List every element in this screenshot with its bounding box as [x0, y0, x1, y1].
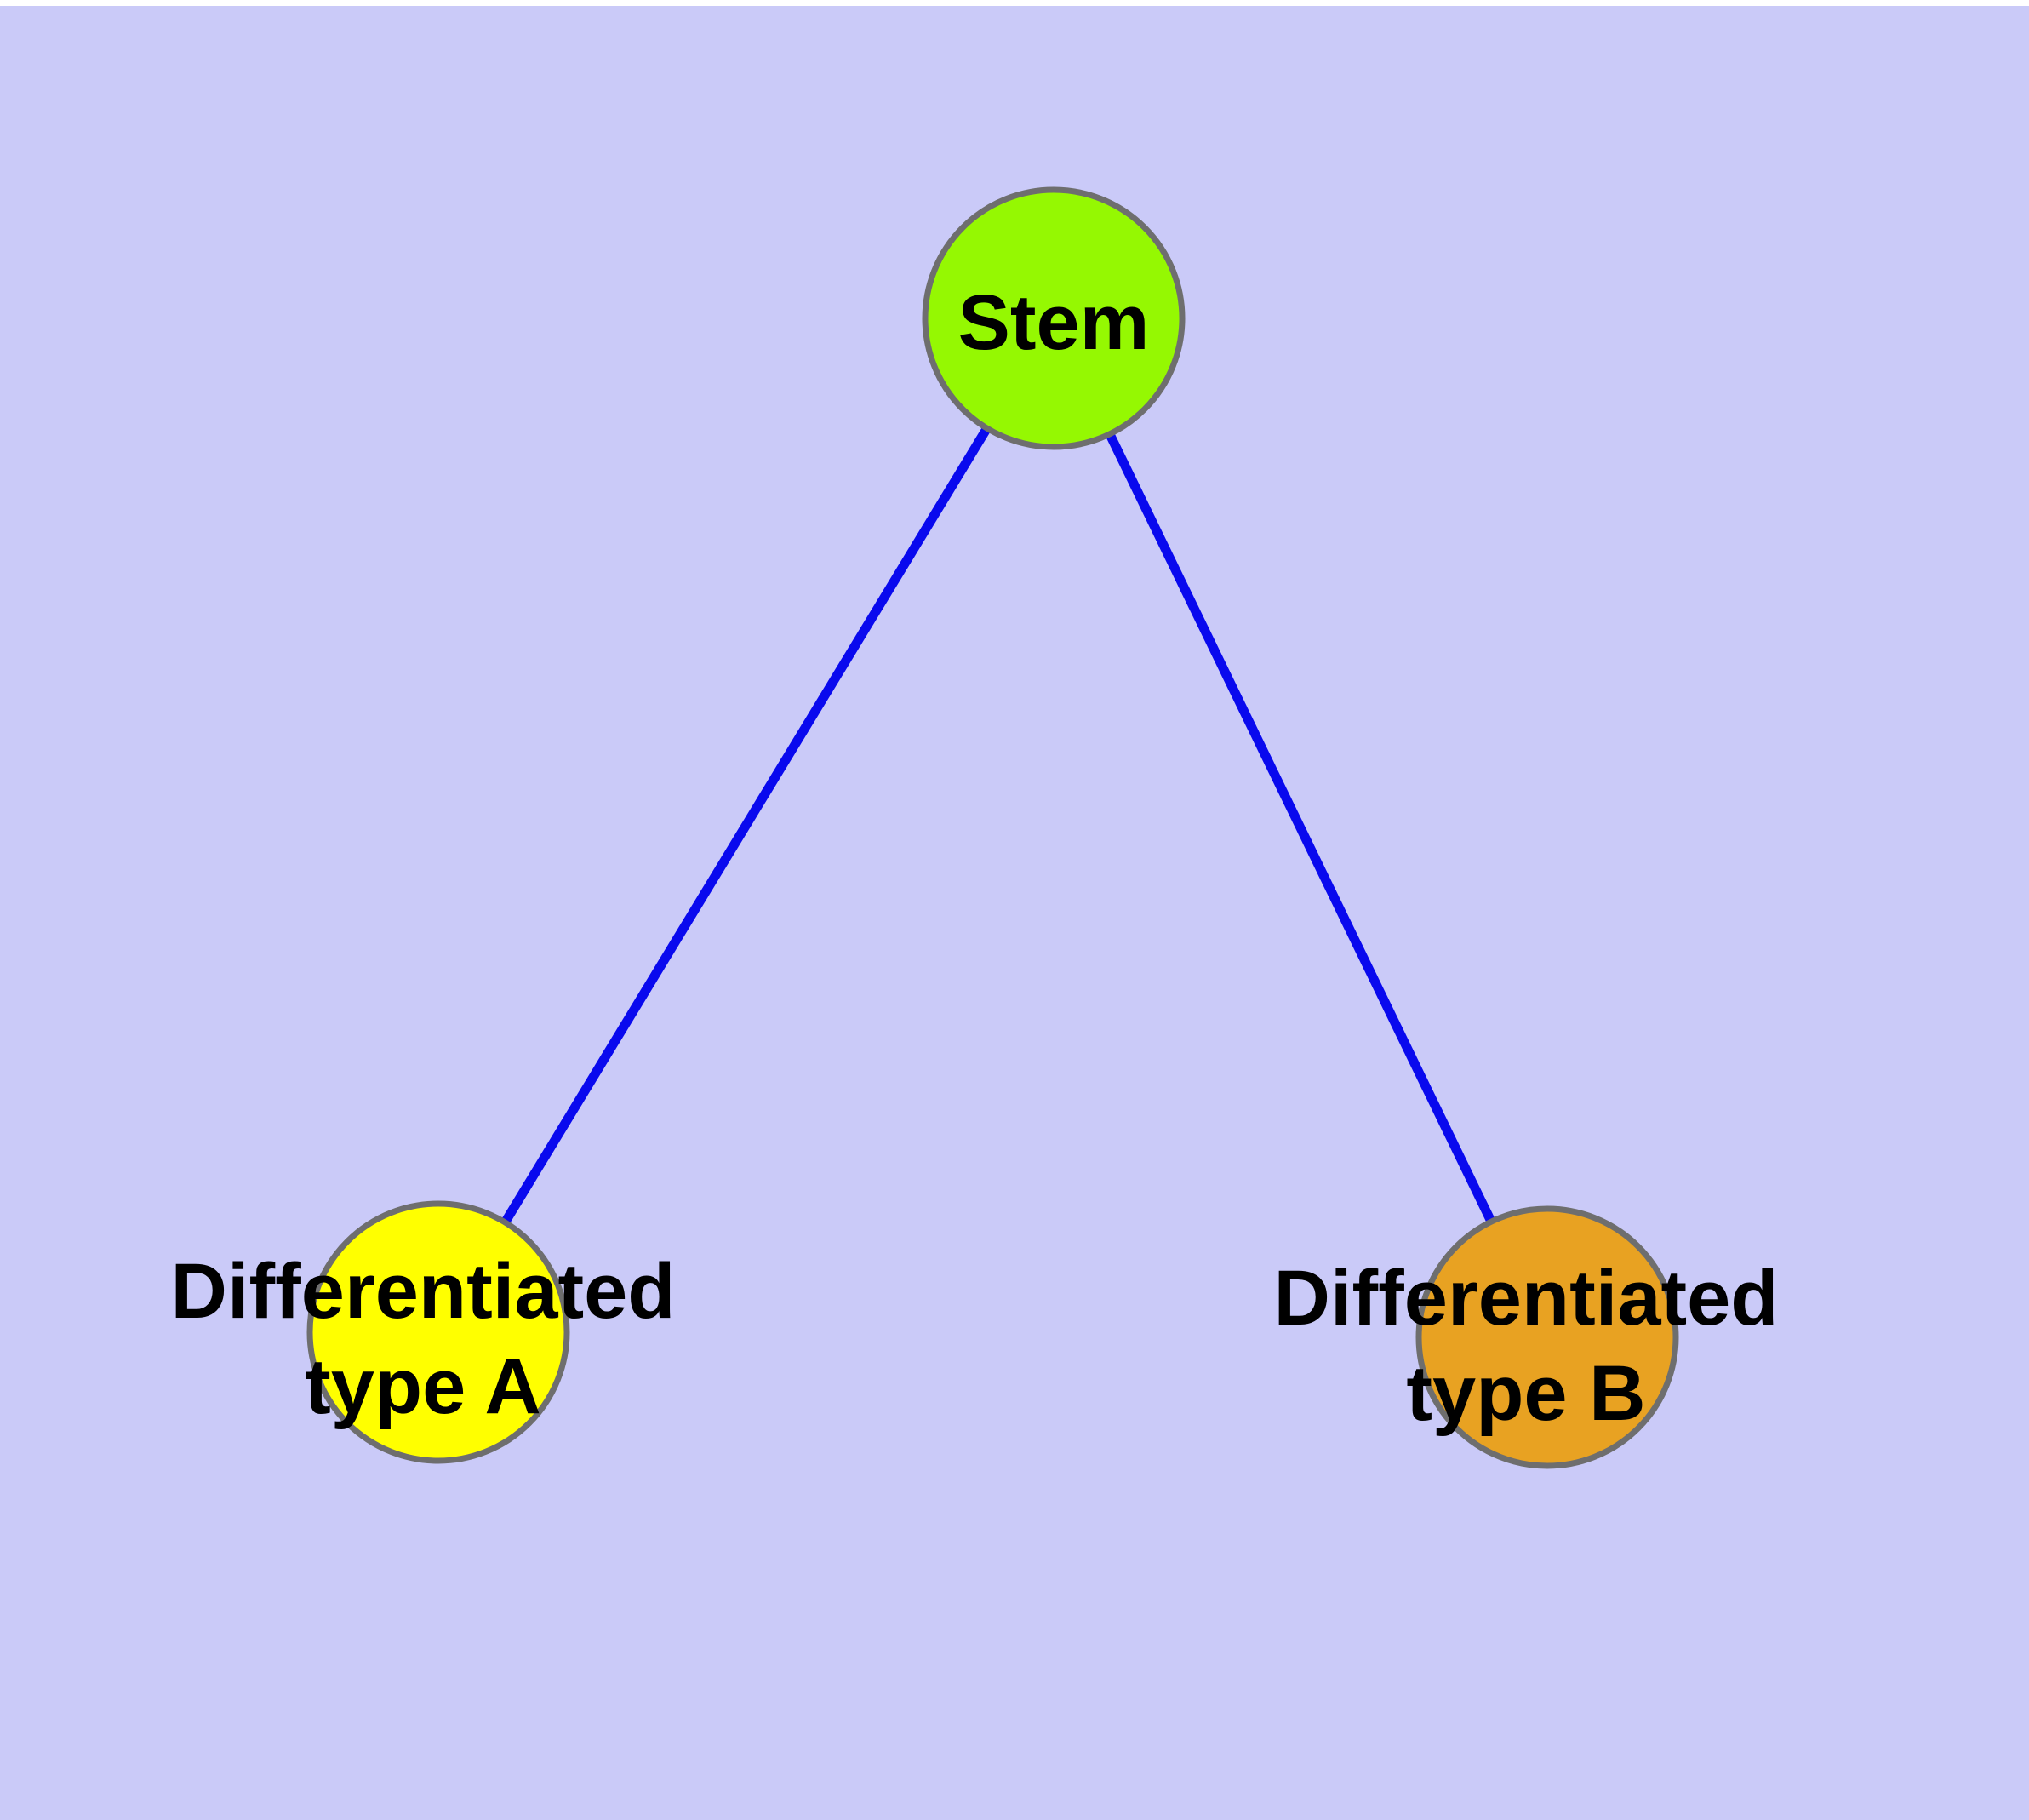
node-type-b-circle — [1415, 1205, 1679, 1469]
node-stem-label: Stem — [958, 279, 1150, 366]
node-stem: Stem — [922, 186, 1186, 450]
node-type-a-circle — [306, 1200, 570, 1464]
edge-stem-to-type-a — [434, 316, 1058, 1335]
node-type-b-label-line1: Differentiated — [1274, 1255, 1779, 1342]
node-stem-circle — [922, 186, 1186, 450]
node-type-b-label-line2: type B — [1406, 1350, 1645, 1437]
node-differentiated-type-b: Differentiated type B — [1274, 1205, 1779, 1469]
node-type-a-label-line2: type A — [305, 1343, 541, 1430]
node-type-a-label-line1: Differentiated — [171, 1248, 676, 1335]
node-differentiated-type-a: Differentiated type A — [171, 1200, 676, 1464]
edge-stem-to-type-b — [1049, 316, 1552, 1340]
edge-group — [434, 316, 1552, 1340]
